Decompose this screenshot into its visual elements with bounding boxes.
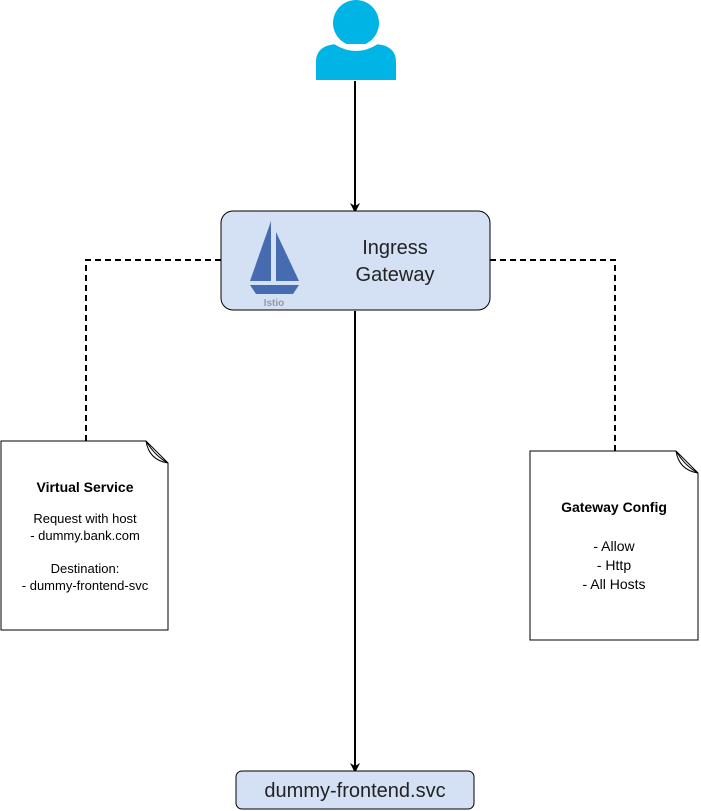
virtual-service-line1: Request with host — [33, 511, 137, 526]
ingress-gateway-box: Istio Ingress Gateway — [220, 210, 491, 311]
virtual-service-title: Virtual Service — [36, 479, 133, 495]
gateway-title-line1: Ingress — [362, 237, 428, 259]
virtual-service-document: Virtual Service Request with host - dumm… — [0, 440, 169, 631]
gateway-title-line2: Gateway — [356, 264, 435, 286]
gateway-config-document: Gateway Config - Allow - Http - All Host… — [529, 450, 699, 641]
document-fold-icon — [675, 450, 699, 474]
gateway-to-virtual-service-connector — [85, 259, 221, 441]
gateway-config-line2: - Http — [597, 557, 631, 573]
gateway-config-line3: - All Hosts — [582, 576, 645, 592]
istio-logo-label: Istio — [264, 298, 285, 309]
service-box: dummy-frontend.svc — [235, 770, 475, 810]
istio-sail-icon — [250, 221, 299, 294]
gateway-to-gateway-config-connector — [490, 259, 616, 451]
service-label: dummy-frontend.svc — [264, 780, 445, 802]
virtual-service-line3: Destination: — [51, 561, 120, 576]
gateway-config-title: Gateway Config — [561, 499, 667, 515]
virtual-service-line4: - dummy-frontend-svc — [22, 578, 149, 593]
virtual-service-line2: - dummy.bank.com — [30, 528, 140, 543]
gateway-config-line1: - Allow — [593, 538, 635, 554]
document-fold-icon — [145, 440, 169, 464]
user-icon — [316, 0, 396, 80]
